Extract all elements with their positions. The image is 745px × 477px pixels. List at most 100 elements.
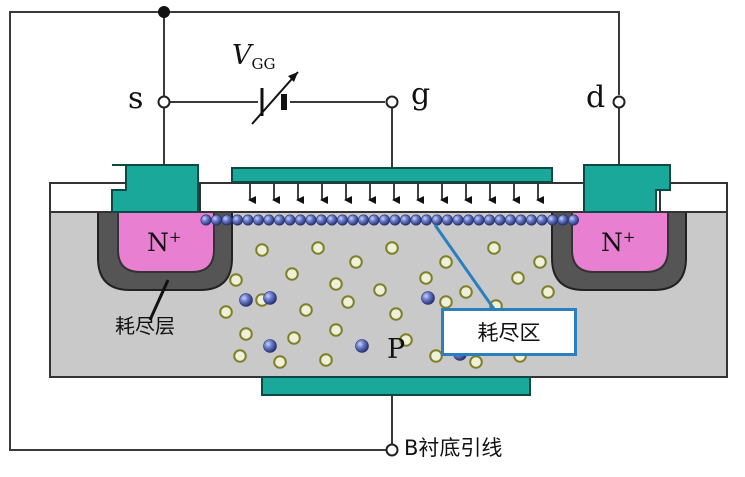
electron-icon	[368, 214, 380, 226]
depletion-layer-pointer	[148, 279, 170, 321]
free-electrons	[239, 291, 467, 361]
electron-icon	[294, 214, 306, 226]
hole-icon	[299, 303, 313, 317]
electron-icon	[357, 214, 369, 226]
source-label: s	[128, 81, 144, 116]
source-terminal[interactable]	[157, 95, 171, 109]
hole-icon	[487, 241, 501, 255]
electron-icon	[284, 214, 296, 226]
left-n-plus-region	[117, 211, 215, 273]
electron-icon	[431, 214, 443, 226]
junction-dot	[158, 6, 170, 18]
electron-icon	[315, 214, 327, 226]
electron-icon	[263, 291, 277, 305]
hole-icon	[533, 255, 547, 269]
electron-icon	[421, 291, 435, 305]
gate-metal	[231, 167, 553, 183]
inversion-electrons	[200, 214, 579, 226]
gate-terminal[interactable]	[385, 95, 399, 109]
holes	[219, 241, 555, 369]
electron-icon	[462, 214, 474, 226]
electron-icon	[347, 214, 359, 226]
hole-icon	[511, 271, 525, 285]
electron-icon	[239, 293, 253, 307]
electron-icon	[567, 214, 579, 226]
hole-icon	[439, 295, 453, 309]
drain-metal	[583, 164, 671, 213]
hole-icon	[399, 333, 413, 347]
electron-icon	[263, 214, 275, 226]
electron-icon	[515, 214, 527, 226]
depletion-region-pointer	[433, 224, 496, 310]
electron-icon	[399, 214, 411, 226]
electron-icon	[410, 214, 422, 226]
vgg-main: V	[232, 40, 252, 71]
hole-icon	[319, 353, 333, 367]
hole-icon	[273, 355, 287, 369]
circuit-wires	[9, 11, 620, 451]
vgg-sub: GG	[251, 55, 276, 73]
hole-icon	[229, 273, 243, 287]
hole-icon	[389, 307, 403, 321]
drain-label: d	[586, 80, 606, 115]
right-n-plus-label: N+	[601, 228, 636, 257]
left-n-plus-label: N+	[147, 228, 182, 257]
hole-icon	[385, 241, 399, 255]
p-region-label: P	[387, 334, 406, 365]
hole-icon	[255, 243, 269, 257]
bulk-metal	[261, 376, 531, 396]
battery-icon	[251, 71, 299, 125]
electron-icon	[483, 214, 495, 226]
hole-icon	[439, 255, 453, 269]
electron-icon	[326, 214, 338, 226]
electron-icon	[336, 214, 348, 226]
electron-icon	[242, 214, 254, 226]
electron-icon	[253, 214, 265, 226]
hole-icon	[311, 241, 325, 255]
hole-icon	[429, 349, 443, 363]
source-metal	[111, 164, 199, 213]
hole-icon	[285, 267, 299, 281]
hole-icon	[419, 271, 433, 285]
electron-icon	[441, 214, 453, 226]
hole-icon	[469, 355, 483, 369]
vgg-label: VGG	[232, 42, 275, 72]
substrate-wire	[9, 11, 388, 451]
electron-icon	[263, 339, 277, 353]
hole-icon	[349, 255, 363, 269]
field-arrows	[248, 184, 544, 204]
depletion-region-label: 耗尽区	[441, 308, 577, 356]
electron-icon	[221, 214, 233, 226]
electron-icon	[504, 214, 516, 226]
hole-icon	[341, 295, 355, 309]
electron-icon	[452, 214, 464, 226]
hole-icon	[459, 285, 473, 299]
electron-icon	[557, 214, 569, 226]
hole-icon	[373, 283, 387, 297]
electron-icon	[232, 214, 244, 226]
electron-icon	[378, 214, 390, 226]
gate-label: g	[411, 77, 431, 112]
drain-terminal[interactable]	[612, 95, 626, 109]
hole-icon	[329, 323, 343, 337]
electron-icon	[420, 214, 432, 226]
hole-icon	[239, 327, 253, 341]
electron-icon	[355, 339, 369, 353]
depletion-layer-label: 耗尽层	[115, 314, 175, 338]
hole-icon	[287, 331, 301, 345]
electron-icon	[389, 214, 401, 226]
electron-icon	[211, 214, 223, 226]
electron-icon	[536, 214, 548, 226]
electron-icon	[473, 214, 485, 226]
electron-icon	[273, 214, 285, 226]
hole-icon	[233, 349, 247, 363]
electron-icon	[305, 214, 317, 226]
right-n-plus-region	[571, 211, 669, 273]
substrate-lead-label: B衬底引线	[404, 436, 503, 460]
hole-icon	[219, 305, 233, 319]
bulk-terminal[interactable]	[385, 443, 399, 457]
drain-return-wire	[164, 11, 620, 95]
hole-icon	[329, 277, 343, 291]
